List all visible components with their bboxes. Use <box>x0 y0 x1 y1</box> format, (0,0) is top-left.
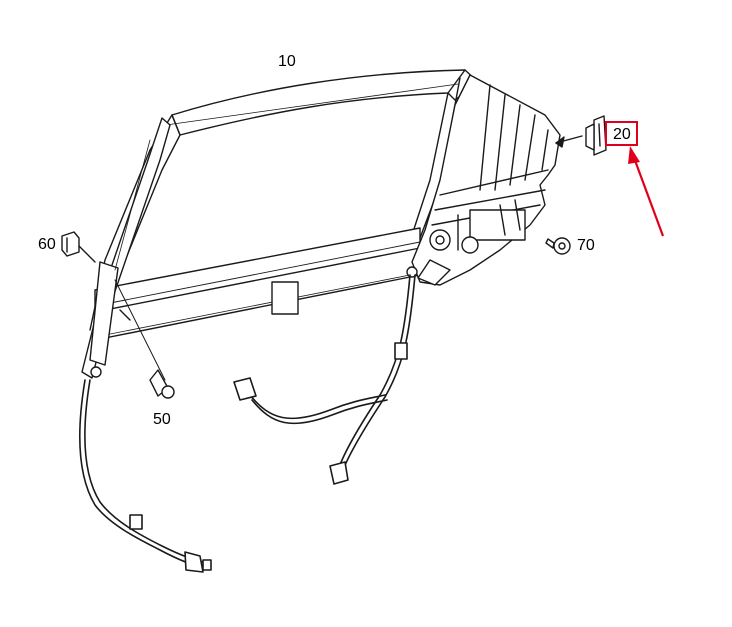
window-regulator-motor <box>406 74 561 286</box>
highlight-arrow <box>628 146 665 237</box>
callout-10: 10 <box>278 53 296 70</box>
clip-part-20 <box>555 115 607 156</box>
bolt-part-50 <box>114 279 175 399</box>
screw-part-70 <box>545 237 571 255</box>
callout-20: 20 <box>613 126 631 143</box>
left-guide-channel <box>81 117 171 379</box>
wiring-cables <box>79 274 416 573</box>
callout-50: 50 <box>153 411 171 428</box>
callout-60: 60 <box>38 236 56 253</box>
callout-70: 70 <box>577 237 595 254</box>
window-belt-rail <box>94 227 421 341</box>
bumper-part-60 <box>61 231 96 263</box>
highlight-box <box>605 121 638 146</box>
